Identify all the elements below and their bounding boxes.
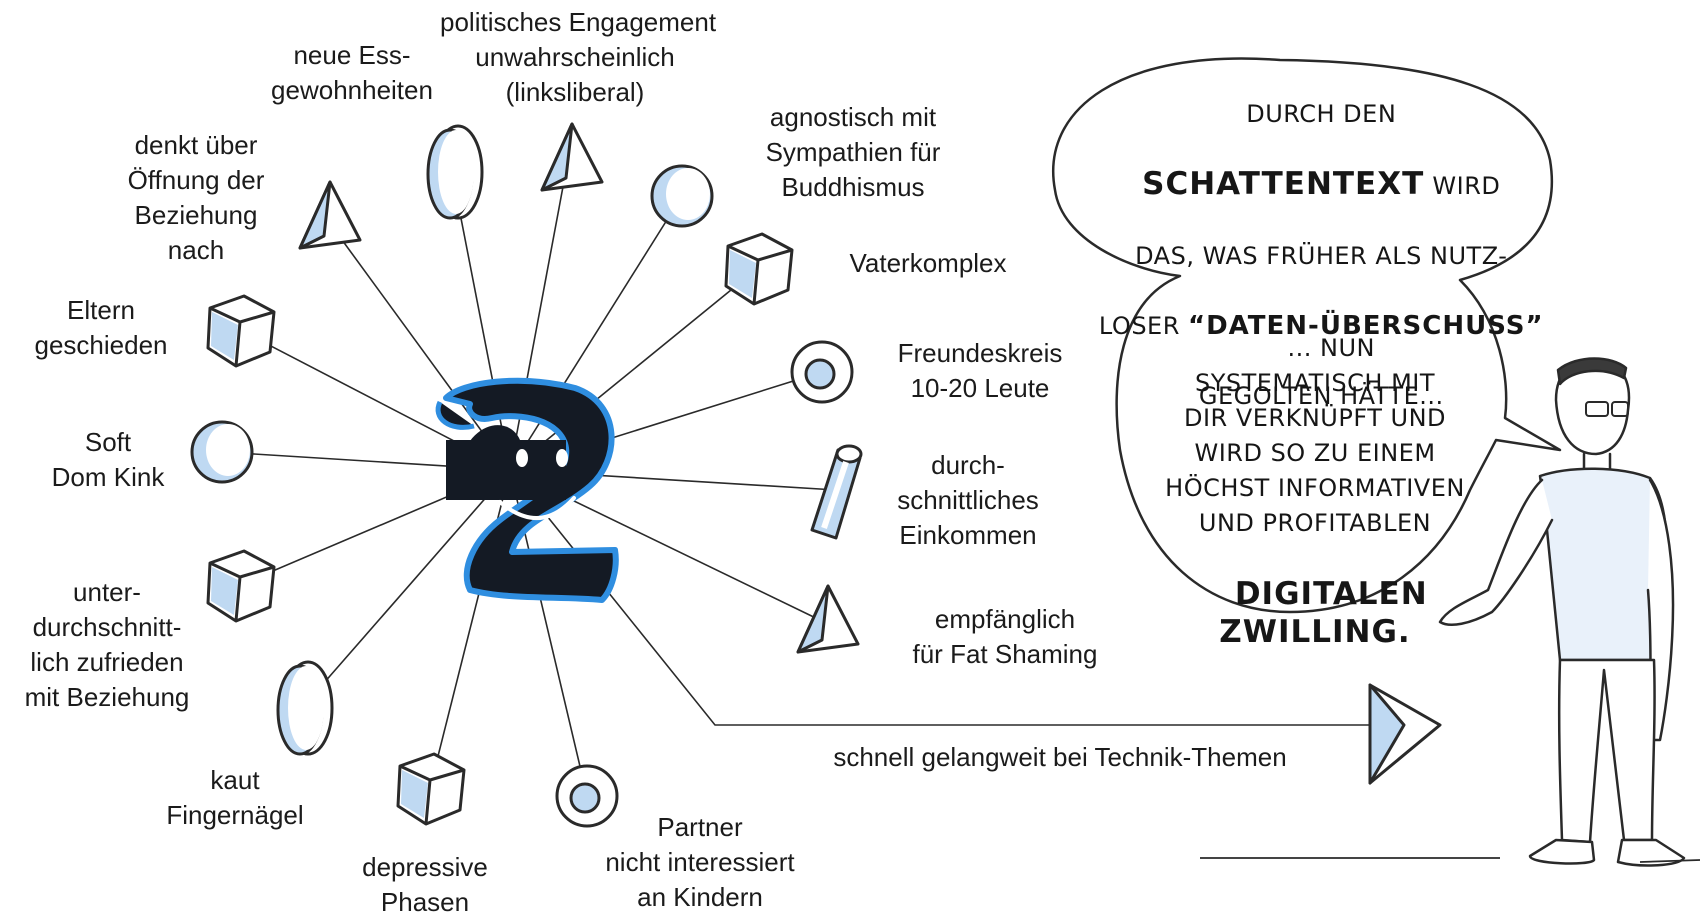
node-label-agnostisch: agnostisch mit Sympathien für Buddhismus — [765, 102, 941, 202]
bubble-bold-datenueberschuss: “DATEN-ÜBERSCHUSS” — [1188, 311, 1544, 341]
connector-line — [509, 195, 683, 471]
speech-bubble — [1052, 57, 1562, 614]
bubble-line-5: GEGOLTEN HÄTTE... — [1198, 382, 1444, 410]
connector-line — [429, 469, 511, 789]
connector-line — [325, 217, 511, 471]
bubble-bottom-text: ... NUN SYSTEMATISCH MIT DIR VERKNÜPFT U… — [1115, 296, 1515, 687]
bubble-bold-schattentext: SCHATTENTEXT — [1142, 166, 1425, 202]
cube-icon — [206, 549, 276, 623]
node-label-soft-dom: Soft Dom Kink — [51, 427, 165, 492]
cube-icon — [396, 752, 466, 826]
ring-icon — [555, 764, 619, 828]
bubble-line-2: WIRD — [1424, 172, 1501, 200]
disc-icon — [426, 124, 484, 220]
node-label-fat-shaming: empfänglich für Fat Shaming — [912, 604, 1098, 669]
bubble-line-4: LOSER — [1098, 312, 1189, 340]
cube-icon — [724, 232, 794, 306]
node-label-fingernaegel: kaut Fingernägel — [166, 765, 304, 830]
sphere-icon — [650, 164, 714, 228]
bubble-line-1: DURCH DEN — [1246, 100, 1397, 128]
cube-icon — [206, 294, 276, 368]
node-label-einkommen: durch- schnittliches Einkommen — [897, 450, 1039, 550]
person-figure — [1438, 357, 1686, 867]
node-label-neue-essgewohnheiten: neue Ess- gewohnheiten — [271, 40, 433, 105]
sphere-icon — [190, 420, 254, 484]
smiley-scroll-icon — [435, 377, 619, 603]
cylinder-icon — [810, 444, 863, 540]
connector-line — [301, 469, 511, 709]
node-label-eltern-geschieden: Eltern geschieden — [34, 295, 168, 360]
connector-line — [451, 171, 511, 471]
node-label-freundeskreis: Freundeskreis 10-20 Leute — [897, 338, 1063, 403]
node-label-vaterkomplex: Vaterkomplex — [849, 248, 1007, 278]
ring-icon — [790, 340, 854, 404]
node-label-politisches-engagement: politisches Engagement unwahrscheinlich … — [440, 7, 717, 107]
bubble-bold-zwilling: DIGITALEN ZWILLING. — [1219, 576, 1428, 650]
bubble-top-text: DURCH DEN SCHATTENTEXT WIRD DAS, WAS FRÜ… — [1055, 62, 1555, 449]
node-label-technik-themen: schnell gelangweit bei Technik-Themen — [833, 742, 1287, 772]
bubble-line-3: DAS, WAS FRÜHER ALS NUTZ- — [1135, 242, 1508, 270]
disc-icon — [276, 660, 334, 756]
pyramid-icon — [298, 180, 362, 250]
node-label-partner-kinder: Partner nicht interessiert an Kindern — [605, 812, 795, 912]
bubble-bottom-body: ... NUN SYSTEMATISCH MIT DIR VERKNÜPFT U… — [1165, 334, 1465, 537]
pyramid-icon — [540, 122, 604, 192]
node-label-beziehung-zufrieden: unter- durchschnitt- lich zufrieden mit … — [24, 577, 190, 712]
node-label-oeffnung-beziehung: denkt über Öffnung der Beziehung nach — [127, 130, 265, 265]
node-label-depressive-phasen: depressive Phasen — [362, 852, 488, 917]
pyramid-icon — [796, 584, 860, 654]
connector-line — [509, 267, 759, 471]
pyramid-icon — [1368, 683, 1442, 785]
